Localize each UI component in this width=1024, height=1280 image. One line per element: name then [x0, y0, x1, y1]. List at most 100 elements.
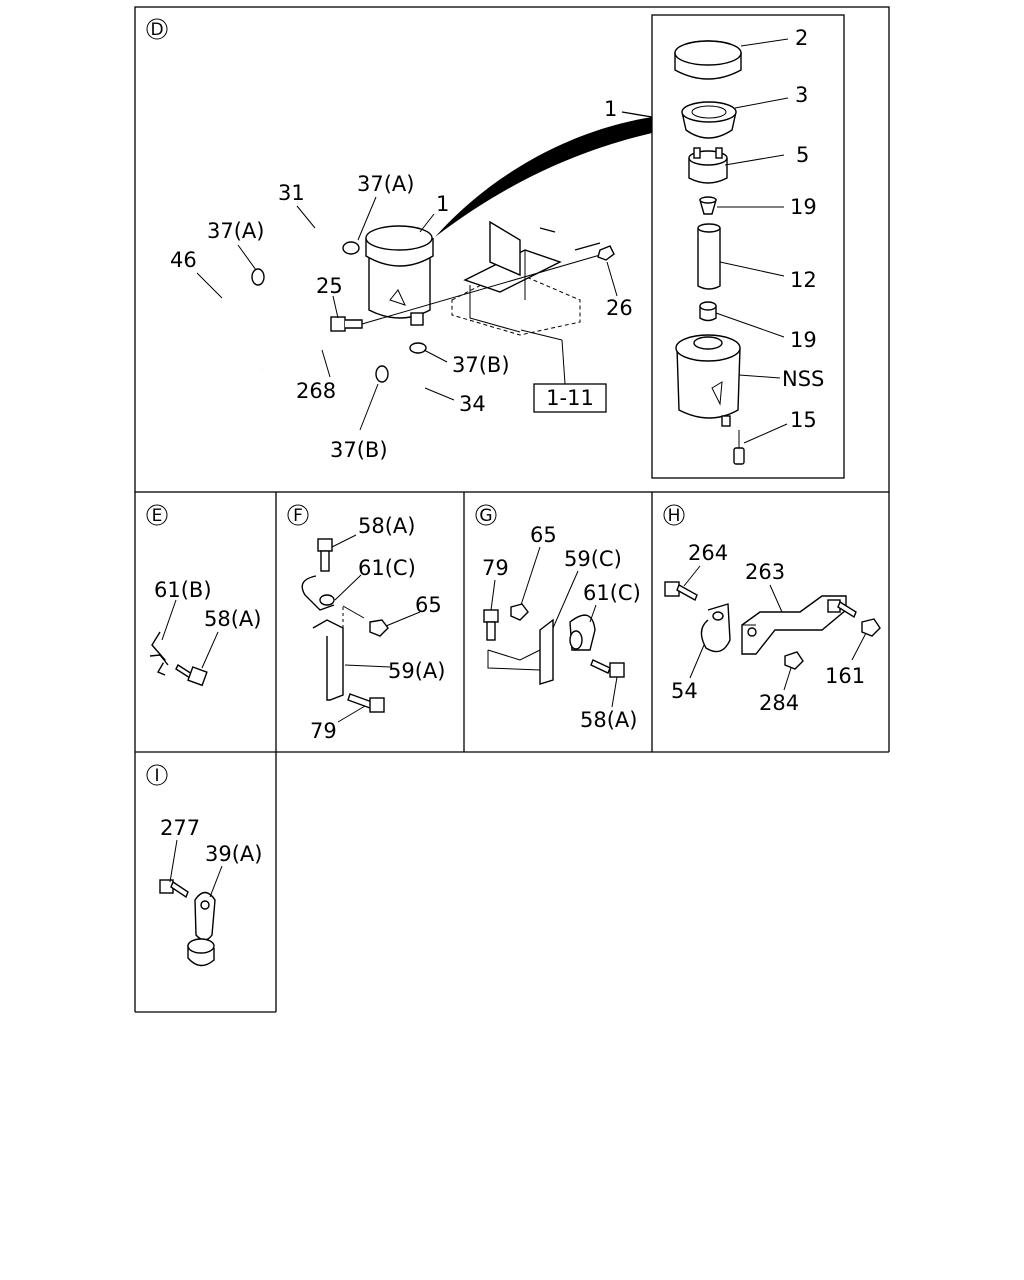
panel-frames	[134, 6, 890, 1013]
nut-284-icon	[784, 651, 804, 670]
label-d-46: 46	[170, 248, 197, 272]
label-d-3: 3	[795, 83, 808, 107]
svg-text:F: F	[293, 506, 303, 526]
reservoir-body-icon	[675, 334, 741, 427]
label-g-59c: 59(C)	[564, 547, 622, 571]
label-d-12: 12	[790, 268, 817, 292]
bolt-79-icon	[483, 609, 499, 641]
bracket-icon	[451, 220, 601, 336]
label-d-1-top: 1	[604, 97, 617, 121]
label-d-nss: NSS	[782, 367, 824, 391]
label-i-277: 277	[160, 816, 200, 840]
label-d-ref: 1-11	[546, 386, 594, 410]
section-h-drawing	[664, 565, 881, 691]
label-h-264: 264	[688, 541, 728, 565]
label-d-37b: 37(B)	[330, 438, 388, 462]
label-d-37a: 37(A)	[357, 172, 414, 196]
clamp-39a-icon	[187, 891, 216, 967]
clamp-54-icon	[700, 603, 731, 653]
label-f-58a: 58(A)	[358, 514, 415, 538]
bolt-icon	[827, 599, 857, 619]
label-e-58a: 58(A)	[204, 607, 261, 631]
clamp-61c-icon	[301, 575, 335, 611]
label-f-61c: 61(C)	[358, 556, 416, 580]
label-g-79: 79	[482, 556, 509, 580]
nut-65-icon	[510, 603, 529, 621]
bolt-264-icon	[664, 581, 698, 601]
section-marker-h: H	[663, 504, 685, 526]
cap-15-icon	[733, 430, 745, 465]
label-g-61c: 61(C)	[583, 581, 641, 605]
label-h-54: 54	[671, 679, 698, 703]
label-i-39a: 39(A)	[205, 842, 262, 866]
section-e-drawing	[149, 599, 219, 687]
label-d-5: 5	[796, 143, 809, 167]
label-d-31: 31	[278, 181, 305, 205]
label-d-15: 15	[790, 408, 817, 432]
section-marker-e: E	[146, 504, 168, 526]
svg-text:G: G	[479, 506, 492, 526]
section-d-drawing: 1-11	[196, 111, 653, 431]
filter-holder-icon	[688, 147, 728, 184]
svg-text:E: E	[152, 506, 163, 526]
section-marker-i: I	[146, 764, 168, 786]
callout-labels: 1 1 31 37(A) 37(A) 46 25 26 37(B) 268 34…	[154, 26, 865, 866]
label-d-34: 34	[459, 392, 486, 416]
bracket-59a-icon	[312, 605, 365, 701]
section-g-drawing	[483, 546, 625, 708]
section-markers: D E F G H I	[146, 18, 685, 786]
bolt-58a-icon	[317, 538, 333, 572]
cap-icon	[674, 40, 742, 80]
pipe-268-icon	[260, 341, 372, 373]
label-d-37b: 37(B)	[452, 353, 510, 377]
label-f-65: 65	[415, 593, 442, 617]
clip-61b-icon	[149, 631, 169, 676]
nut-26-icon	[597, 245, 615, 261]
label-d-26: 26	[606, 296, 633, 320]
label-h-161: 161	[825, 664, 865, 688]
section-marker-f: F	[287, 504, 309, 526]
bolt-79-icon	[347, 693, 385, 713]
hose-31-icon	[263, 204, 350, 275]
clamp-37b-icon	[375, 365, 389, 383]
label-e-61b: 61(B)	[154, 578, 212, 602]
reservoir-icon	[365, 225, 434, 326]
section-marker-d: D	[146, 18, 168, 40]
label-g-65: 65	[530, 523, 557, 547]
label-d-1: 1	[436, 192, 449, 216]
svg-text:D: D	[150, 20, 163, 40]
nut-161-icon	[861, 618, 881, 637]
clamp-37a-icon	[251, 268, 265, 286]
bolt-25-icon	[330, 316, 363, 332]
clamp-37b-icon	[409, 342, 427, 354]
clamp-37a-icon	[342, 241, 360, 255]
bolt-58a-icon	[175, 663, 208, 687]
section-f-drawing	[301, 534, 421, 723]
section-d-inset	[674, 38, 789, 465]
label-d-2: 2	[795, 26, 808, 50]
label-d-19: 19	[790, 195, 817, 219]
label-d-25: 25	[316, 274, 343, 298]
svg-text:H: H	[668, 506, 681, 526]
bolt-277-icon	[159, 879, 189, 899]
seal-19-icon	[699, 196, 717, 215]
label-d-19: 19	[790, 328, 817, 352]
label-g-58a: 58(A)	[580, 708, 637, 732]
gasket-icon	[681, 101, 737, 139]
clamp-61c-icon	[569, 614, 596, 651]
hose-34-icon	[389, 362, 423, 404]
bolt-58a-icon	[590, 659, 625, 678]
label-d-37a: 37(A)	[207, 219, 264, 243]
bracket-59c-icon	[487, 618, 554, 685]
label-d-268: 268	[296, 379, 336, 403]
seal-19-icon	[699, 301, 717, 322]
label-f-79: 79	[310, 719, 337, 743]
section-marker-g: G	[475, 504, 497, 526]
filter-12-icon	[697, 223, 721, 290]
label-h-263: 263	[745, 560, 785, 584]
label-h-284: 284	[759, 691, 799, 715]
section-i-drawing	[159, 839, 223, 967]
label-f-59a: 59(A)	[388, 659, 445, 683]
pipe-46-icon	[196, 286, 249, 314]
